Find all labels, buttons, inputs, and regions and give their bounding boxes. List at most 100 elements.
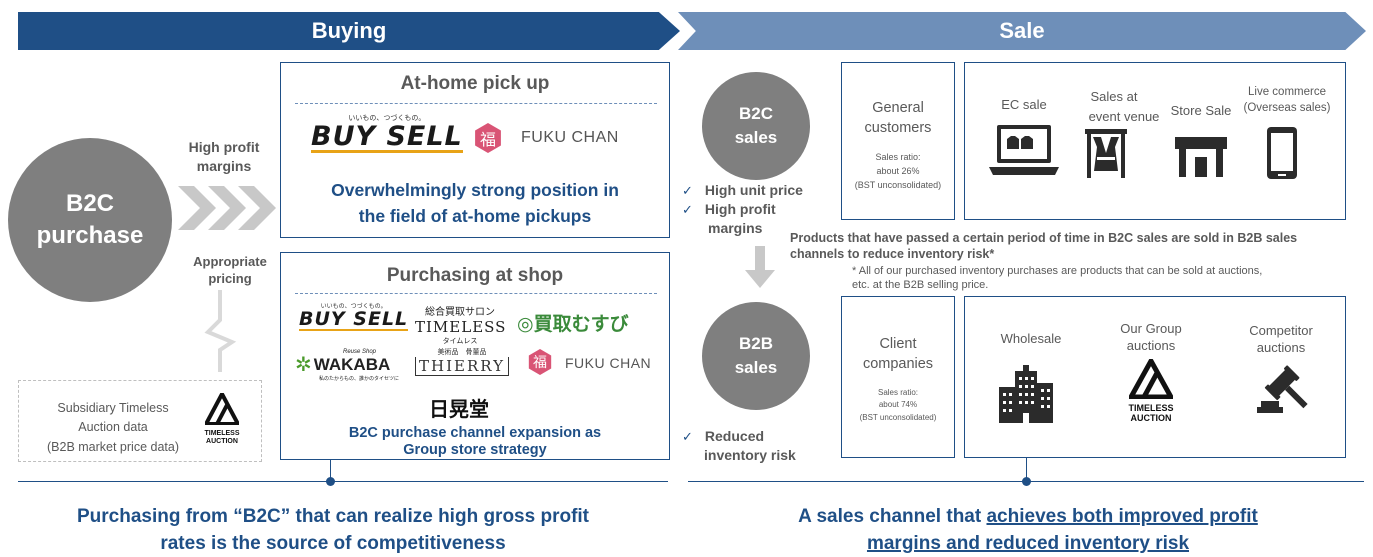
buying-conclusion: Purchasing from “B2C” that can realize h… (18, 504, 648, 557)
kimono-display-icon (1085, 129, 1127, 178)
b2b-checks: ✓Reduced inventory risk (682, 427, 832, 465)
b2b-check-1: ✓Reduced (682, 427, 832, 446)
event-line1: Sales at (1090, 89, 1138, 104)
shop-purchase-box: Purchasing at shop いいもの、つづくもの。 BUY SELL … (280, 252, 670, 460)
musubi-logo: ◎買取むすび (517, 309, 629, 336)
shop-buysell-wordmark: BUY SELL (299, 308, 409, 331)
b2c-check-2-text: High profit (704, 200, 776, 217)
client-companies-box: Client companies Sales ratio: about 74% … (841, 296, 955, 458)
timeless-logo-line2: AUCTION (206, 437, 238, 445)
high-profit-line1: High profit (188, 139, 260, 155)
general-ratio3: (BST unconsolidated) (854, 179, 942, 190)
sale-conclusion-line1b: achieves both improved profit (986, 506, 1258, 527)
general-ratio1: Sales ratio: (875, 152, 921, 162)
general-line1: General (872, 100, 924, 116)
transfer-text: Products that have passed a certain peri… (790, 230, 1360, 263)
live-line1: Live commerce (1248, 86, 1326, 98)
timeless-triangle-icon (202, 389, 242, 426)
b2b-sales-circle: B2B sales (702, 302, 810, 410)
note-line2: etc. at the B2B selling price. (852, 279, 989, 292)
ec-sale-label: EC sale (1001, 97, 1047, 112)
buying-bottom-connector (330, 460, 331, 482)
fuku-chan-mark-icon: 福 (475, 123, 501, 153)
sale-bottom-connector (1026, 458, 1027, 482)
event-line2: event venue (1088, 108, 1160, 124)
client-ratio2: about 74% (878, 400, 918, 410)
b2c-sales-line2: sales (734, 128, 778, 147)
timeless-auction-logo: TIMELESS AUCTION (197, 389, 247, 445)
b2c-sales-line1: B2C (738, 104, 773, 124)
at-home-title: At-home pick up (400, 73, 550, 94)
shop-divider (295, 293, 657, 294)
high-profit-line2: margins (196, 157, 252, 174)
chevrons-icon (178, 186, 276, 230)
at-home-pickup-box: At-home pick up いいもの、つづくもの。 BUY SELL 福 F… (280, 62, 670, 238)
timeless-salon-word: TIMELESS (415, 318, 507, 336)
general-customers-box: General customers Sales ratio: about 26%… (841, 62, 955, 220)
shop-buysell-logo: いいもの、つづくもの。 BUY SELL (299, 301, 409, 331)
client-ratio1: Sales ratio: (877, 388, 919, 397)
b2c-purchase-circle: B2C purchase (8, 138, 172, 302)
b2c-purchase-line1: B2C (65, 189, 114, 217)
wakaba-logo: Reuse Shop ✲ WAKABA 私のたからもの、誰かのタイセツに (295, 349, 403, 382)
high-profit-label: High profit margins (178, 138, 270, 176)
shop-desc-line1: B2C purchase channel expansion as (348, 425, 602, 441)
b2c-checks: ✓High unit price ✓ High profit margins (682, 181, 832, 238)
client-companies-label: Client companies (842, 335, 954, 374)
sale-conclusion-line2: margins and reduced inventory risk (866, 532, 1190, 554)
live-line2: (Overseas sales) (1243, 101, 1331, 114)
buying-conclusion-line1: Purchasing from “B2C” that can realize h… (76, 506, 590, 527)
thierry-word: THIERRY (415, 357, 509, 376)
note-line1: * All of our purchased inventory purchas… (852, 265, 1263, 277)
b2c-check-3: margins (708, 219, 763, 236)
b2c-purchase-line2: purchase (36, 222, 144, 249)
wakaba-sub: 私のたからもの、誰かのタイセツに (319, 376, 400, 382)
appropriate-line1: Appropriate (193, 254, 267, 269)
timeless-salon-top: 総合買取サロン (425, 307, 495, 318)
group-line1: Our Group (1120, 321, 1182, 336)
client-line2: companies (862, 355, 934, 372)
group-timeless-line1: TIMELESS (1128, 403, 1174, 413)
event-venue-label: Sales at event venue (1077, 87, 1171, 126)
check-icon: ✓ (682, 201, 693, 217)
b2b-check-2: inventory risk (704, 446, 796, 463)
at-home-divider (295, 103, 657, 104)
timeless-logo-line1: TIMELESS (204, 430, 240, 437)
thierry-top: 美術品 骨董品 (437, 349, 487, 356)
subsidiary-box: Subsidiary Timeless Auction data (B2B ma… (18, 380, 262, 462)
sale-bottom-dot (1022, 477, 1031, 486)
laptop-icon (989, 125, 1059, 175)
down-arrow-icon (745, 246, 775, 288)
sale-banner-label: Sale (999, 18, 1045, 43)
wholesale-label: Wholesale (1000, 331, 1062, 346)
shop-buysell-tagline: いいもの、つづくもの。 (320, 303, 387, 310)
musubi-text: 買取むすび (533, 314, 629, 335)
b2c-check-1: ✓High unit price (682, 181, 832, 200)
sale-conclusion: A sales channel that achieves both impro… (688, 504, 1368, 557)
competitor-auctions-label: Competitor auctions (1231, 323, 1331, 357)
client-ratio: Sales ratio: about 74% (BST unconsolidat… (842, 387, 954, 424)
fuku-chan-kanji: 福 (479, 130, 496, 149)
general-ratio2: about 26% (876, 165, 920, 176)
timeless-salon-logo: 総合買取サロン TIMELESS タイムレス (415, 303, 505, 346)
transfer-line1: Products that have passed a certain peri… (790, 231, 1298, 245)
group-timeless-line2: AUCTION (1130, 412, 1172, 423)
subsidiary-text: Subsidiary Timeless Auction data (B2B ma… (23, 399, 203, 457)
buying-bottom-dot (326, 477, 335, 486)
general-line2: customers (864, 119, 932, 136)
at-home-desc-line2: the field of at-home pickups (358, 206, 592, 227)
buying-banner: Buying (18, 12, 680, 50)
nikkodo-logo: 日晃堂 (429, 397, 489, 421)
b2c-check-1-text: High unit price (704, 182, 803, 198)
at-home-desc-line1: Overwhelmingly strong position in (331, 180, 619, 200)
b2b-sales-line2: sales (734, 358, 778, 377)
wakaba-wordmark: WAKABA (313, 355, 391, 374)
sale-banner: Sale (678, 12, 1366, 50)
subsidiary-line2: Auction data (78, 420, 148, 435)
group-timeless-logo: TIMELESS AUCTION (1121, 355, 1181, 424)
store-sale-label: Store Sale (1170, 103, 1232, 118)
lightning-icon (204, 290, 237, 372)
sale-conclusion-line1a: A sales channel that (798, 506, 987, 527)
buysell-wordmark: BUY SELL (311, 121, 463, 153)
buysell-tagline: いいもの、つづくもの。 (348, 114, 426, 122)
